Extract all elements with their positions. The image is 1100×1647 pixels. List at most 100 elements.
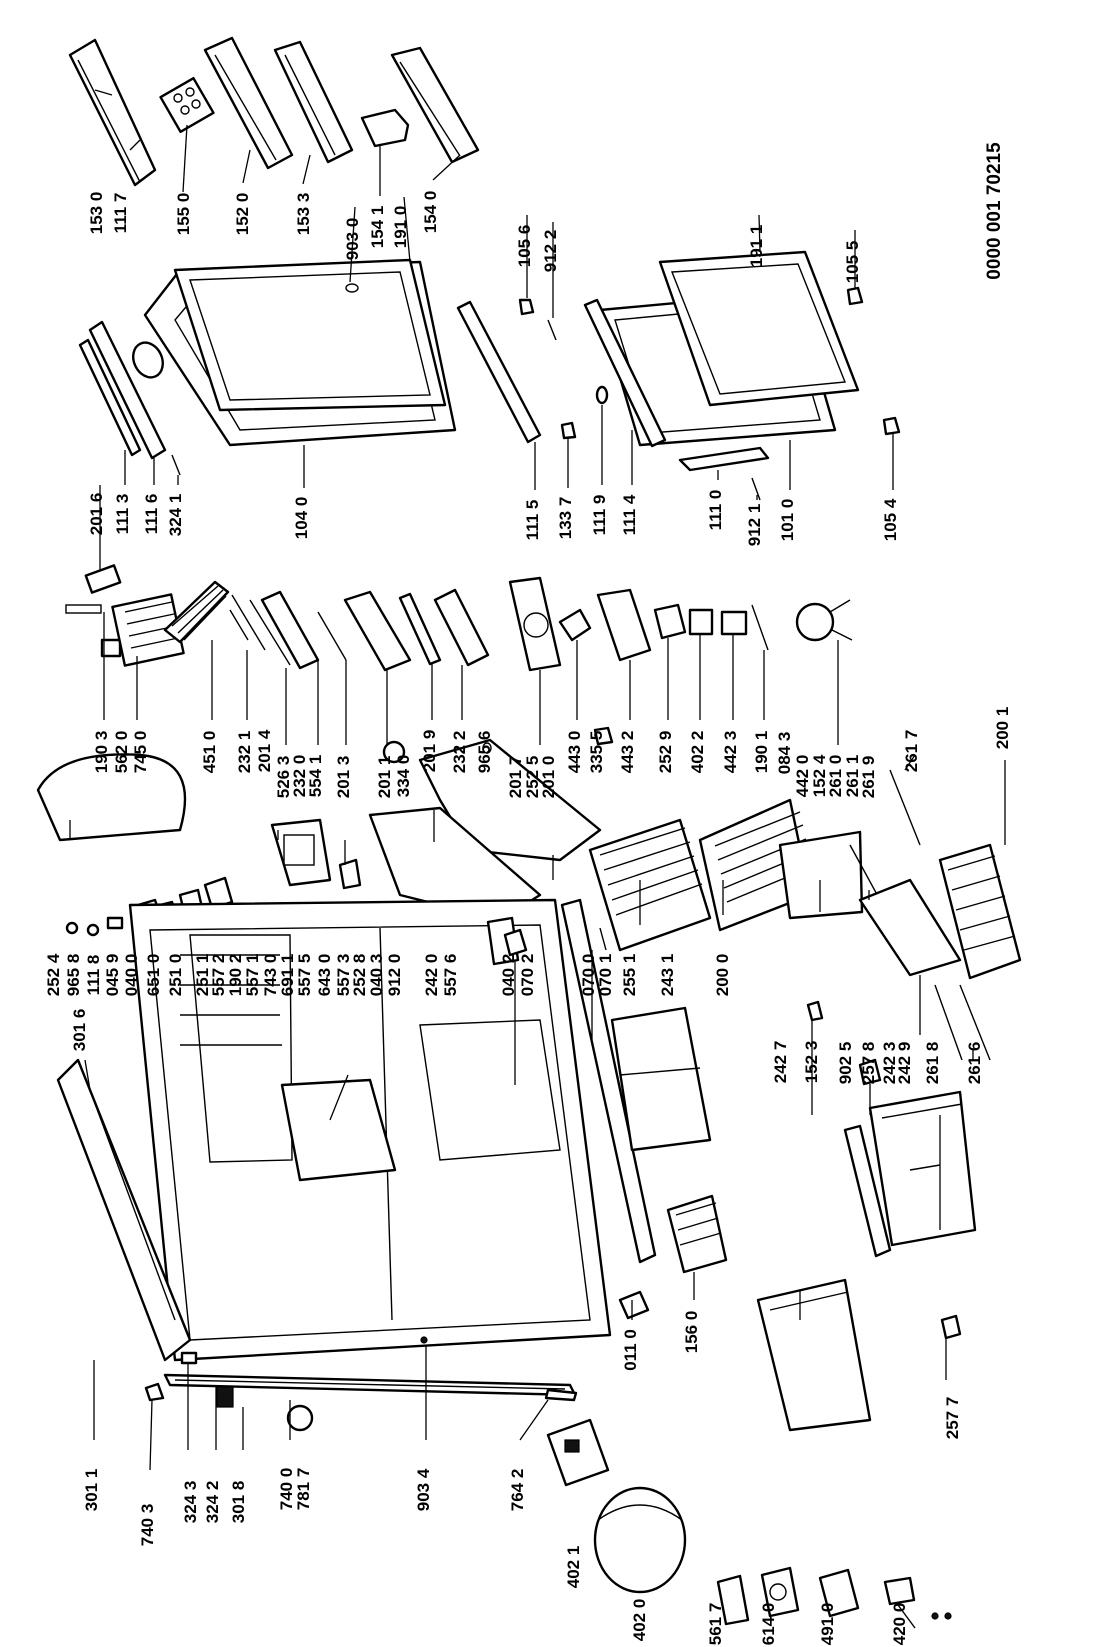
- label-232-0: 232 0: [290, 755, 309, 798]
- label-111-6: 111 6: [142, 494, 161, 535]
- label-651-0: 651 0: [144, 954, 163, 997]
- label-261-8: 261 8: [923, 1042, 942, 1085]
- label-070-2: 070 2: [518, 954, 537, 997]
- part-drawings: [36, 36, 1022, 1629]
- label-154-0: 154 0: [421, 191, 440, 234]
- screw-912-1: [751, 477, 761, 501]
- screw-070-1: [599, 927, 607, 951]
- label-402-2: 402 2: [688, 731, 707, 774]
- screw-912-2: [547, 319, 557, 341]
- knob-252-9: [653, 603, 687, 640]
- thermostat-442-0: [795, 602, 835, 642]
- label-242-0: 242 0: [422, 954, 441, 997]
- door-gasket-191-0: [173, 258, 447, 412]
- label-201-1: 201 1: [375, 756, 394, 799]
- lamp-402-2: [688, 608, 714, 636]
- label-261-7: 261 7: [902, 730, 921, 773]
- plug-903-0: [345, 283, 359, 293]
- handle-bracket-111-0: [678, 446, 770, 472]
- duct-443-2: [596, 588, 652, 662]
- panel-902-5: [843, 1124, 892, 1258]
- cap-111-9: [595, 385, 609, 405]
- label-420-0: 420 0: [890, 1603, 909, 1646]
- label-232-1: 232 1: [235, 731, 254, 774]
- label-154-1: 154 1: [368, 206, 387, 249]
- housing-557-5: [270, 818, 332, 887]
- screw-324-1: [171, 454, 181, 476]
- label-101-0: 101 0: [778, 499, 797, 542]
- badge-111-7: [132, 341, 164, 379]
- vent-301-8: [216, 1384, 234, 1408]
- label-045-9: 045 9: [103, 954, 122, 997]
- label-243-1: 243 1: [658, 954, 677, 997]
- label-442-0: 442 0: [793, 755, 812, 798]
- tray-242-3: [858, 878, 962, 977]
- label-257-8: 257 8: [859, 1042, 878, 1085]
- label-191-0: 191 0: [391, 206, 410, 249]
- channel-232-2: [433, 588, 490, 667]
- strip-190-1: [751, 604, 769, 651]
- label-764-2: 764 2: [508, 1469, 527, 1512]
- bracket-201-6: [84, 564, 122, 594]
- label-111-8: 111 8: [84, 955, 103, 996]
- label-562-0: 562 0: [112, 731, 131, 774]
- label-201-3: 201 3: [334, 756, 353, 799]
- label-443-0: 443 0: [565, 731, 584, 774]
- label-201-7: 201 7: [506, 756, 525, 799]
- hinge-133-7: [560, 421, 577, 440]
- label-561-7: 561 7: [706, 1603, 725, 1646]
- label-743-0: 743 0: [261, 954, 280, 997]
- fan-cover-201-0: [508, 576, 562, 672]
- glass-shelf-243-1: [610, 1006, 712, 1152]
- leveller-011-0: [618, 1290, 650, 1320]
- label-190-1: 190 1: [752, 731, 771, 774]
- label-442-3: 442 3: [721, 731, 740, 774]
- label-491-0: 491 0: [818, 1603, 837, 1646]
- label-912-0: 912 0: [385, 954, 404, 997]
- label-557-5: 557 5: [295, 954, 314, 997]
- label-190-3: 190 3: [92, 731, 111, 774]
- egg-rack-156-0: [666, 1194, 728, 1274]
- strip-190-3: [65, 604, 102, 614]
- label-903-0: 903 0: [343, 218, 362, 261]
- crisper-242-0: [280, 1078, 397, 1182]
- label-252-9: 252 9: [656, 731, 675, 774]
- label-261-1: 261 1: [843, 755, 862, 798]
- label-643-0: 643 0: [315, 954, 334, 997]
- label-557-6: 557 6: [441, 954, 460, 997]
- label-152-0: 152 0: [233, 193, 252, 236]
- clip-152-3: [806, 1000, 824, 1022]
- label-902-5: 902 5: [836, 1042, 855, 1085]
- cover-252-4: [36, 753, 187, 842]
- label-255-1: 255 1: [620, 954, 639, 997]
- hinge-105-6: [518, 298, 535, 316]
- label-040-2: 040 2: [499, 954, 518, 997]
- label-740-0: 740 0: [277, 1468, 296, 1511]
- rail-261-6: [959, 984, 991, 1061]
- label-334-0: 334 0: [394, 755, 413, 798]
- document-number: 0000 001 70215: [984, 142, 1005, 280]
- label-443-2: 443 2: [618, 731, 637, 774]
- label-111-4: 111 4: [620, 494, 639, 535]
- label-324-3: 324 3: [181, 1481, 200, 1524]
- wire-554-1: [317, 611, 347, 661]
- coil-451-0: [163, 580, 230, 644]
- label-040-3: 040 3: [367, 954, 386, 997]
- rack-152-0: [203, 36, 294, 170]
- label-257-7: 257 7: [943, 1397, 962, 1440]
- label-252-5: 252 5: [523, 756, 542, 799]
- clip-257-7: [940, 1314, 962, 1340]
- label-402-0: 402 0: [630, 1599, 649, 1642]
- socket-442-3: [720, 610, 748, 636]
- rail-261-7: [889, 769, 921, 846]
- label-084-3: 084 3: [775, 732, 794, 775]
- hinge-105-5: [846, 286, 864, 306]
- label-301-8: 301 8: [229, 1481, 248, 1524]
- label-105-5: 105 5: [843, 241, 862, 284]
- label-153-3: 153 3: [294, 193, 313, 236]
- rack-154-0: [390, 46, 480, 164]
- drawer-242-7: [756, 1278, 872, 1432]
- label-614-0: 614 0: [759, 1603, 778, 1646]
- clip-154-1: [360, 108, 410, 148]
